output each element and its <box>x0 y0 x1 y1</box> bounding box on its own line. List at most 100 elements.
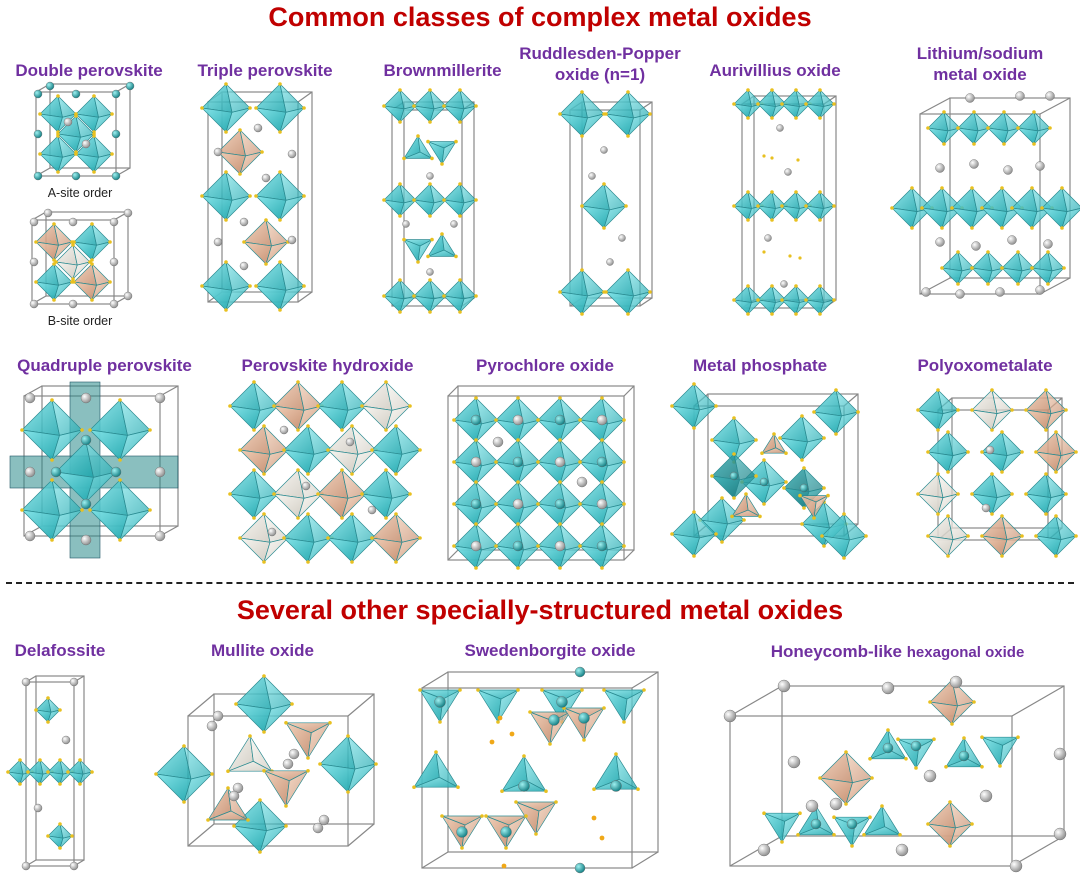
cation-atom <box>154 466 166 478</box>
unit-cell-back <box>45 211 129 297</box>
label-quadruple-perovskite: Quadruple perovskite <box>17 356 192 375</box>
label-ruddlesden-popper-line2: oxide (n=1) <box>554 65 646 84</box>
metal-atom <box>71 89 81 99</box>
metal-atom <box>548 714 560 726</box>
metal-atom <box>33 129 43 139</box>
cation-atom <box>279 425 289 435</box>
tetrahedron <box>262 769 310 808</box>
cation-atom <box>212 710 224 722</box>
octahedron <box>1034 430 1078 474</box>
octahedron <box>604 268 652 316</box>
double-perovskite-b-site-diagram <box>29 208 133 309</box>
sublabel-b-site-order: B-site order <box>47 314 113 328</box>
swedenborgite-diagram <box>412 666 659 874</box>
tetrahedron <box>562 706 606 742</box>
octahedron <box>238 424 290 476</box>
cation-atom <box>1009 859 1023 873</box>
tetrahedron <box>798 493 830 520</box>
cation-atom <box>1053 747 1067 761</box>
tetrahedron <box>762 811 802 844</box>
octahedron <box>272 468 324 520</box>
octahedron <box>254 82 306 134</box>
tetrahedron <box>206 786 250 822</box>
octahedron <box>88 398 152 462</box>
octahedron <box>442 278 478 314</box>
octahedron <box>956 110 992 146</box>
cation-atom <box>61 735 71 745</box>
cation-atom <box>402 220 410 228</box>
tetrahedron <box>944 736 984 769</box>
label-perovskite-hydroxide: Perovskite hydroxide <box>241 356 414 375</box>
octahedron <box>38 134 78 174</box>
unit-cell-back <box>447 671 659 853</box>
label-double-perovskite: Double perovskite <box>15 61 163 80</box>
unit-cell-front <box>569 109 641 307</box>
ruddlesden-popper-diagram <box>558 90 653 316</box>
cation-atom <box>68 217 78 227</box>
unit-cell-edge <box>729 835 783 867</box>
octahedron <box>154 744 214 804</box>
octahedron <box>54 243 92 281</box>
octahedron <box>20 478 84 542</box>
octahedron <box>412 88 448 124</box>
quadruple-perovskite-diagram <box>9 381 179 559</box>
unit-cell-edge <box>1039 97 1071 115</box>
metal-atom <box>518 780 530 792</box>
unit-cell-back <box>213 693 375 825</box>
cation-atom <box>554 540 566 552</box>
metal-atom <box>33 89 43 99</box>
cation-atom <box>261 173 271 183</box>
octahedron <box>242 218 290 266</box>
oxygen-atom <box>798 256 802 260</box>
cation-atom <box>764 234 772 242</box>
octahedron <box>710 452 758 500</box>
cation-atom <box>512 498 524 510</box>
cation-atom <box>554 456 566 468</box>
cation-atom <box>965 93 975 103</box>
unit-cell-edge <box>297 291 313 303</box>
octahedron <box>494 480 542 528</box>
octahedron <box>780 190 812 222</box>
tetrahedron <box>602 688 646 724</box>
octahedron <box>228 468 280 520</box>
cation-atom <box>287 235 297 245</box>
octahedron <box>926 430 970 474</box>
octahedron <box>34 696 62 724</box>
octahedron <box>382 278 418 314</box>
octahedron <box>254 260 306 312</box>
octahedron <box>820 512 868 560</box>
cation-atom <box>1053 827 1067 841</box>
oxygen-atom <box>497 715 503 721</box>
cation-atom <box>723 709 737 723</box>
cation-atom <box>787 755 801 769</box>
label-lithium-sodium-line2: metal oxide <box>933 65 1027 84</box>
metal-atom <box>45 81 55 91</box>
octahedron <box>370 512 422 564</box>
cation-atom <box>596 414 608 426</box>
octahedron <box>316 380 368 432</box>
oxygen-atom <box>788 254 792 258</box>
octahedron <box>272 380 324 432</box>
brownmillerite-diagram <box>382 88 478 314</box>
tetrahedron <box>476 688 520 724</box>
metal-phosphate-diagram <box>670 382 868 560</box>
aurivillius-diagram <box>732 88 837 316</box>
oxygen-atom <box>762 250 766 254</box>
cation-atom <box>1035 161 1045 171</box>
cation-atom <box>301 481 311 491</box>
tetrahedron <box>226 734 274 773</box>
octahedron <box>232 798 288 854</box>
label-polyoxometalate: Polyoxometalate <box>917 356 1053 375</box>
octahedron <box>412 182 448 218</box>
cation-atom <box>606 258 614 266</box>
unit-cell-edge <box>1011 835 1065 867</box>
cation-atom <box>24 530 36 542</box>
cation-atom <box>312 822 324 834</box>
metal-atom <box>610 780 622 792</box>
cation-atom <box>596 498 608 510</box>
cation-atom <box>123 208 133 218</box>
octahedron <box>804 190 836 222</box>
oxygen-atom <box>770 156 774 160</box>
metal-atom <box>846 818 858 830</box>
metal-atom <box>434 696 446 708</box>
